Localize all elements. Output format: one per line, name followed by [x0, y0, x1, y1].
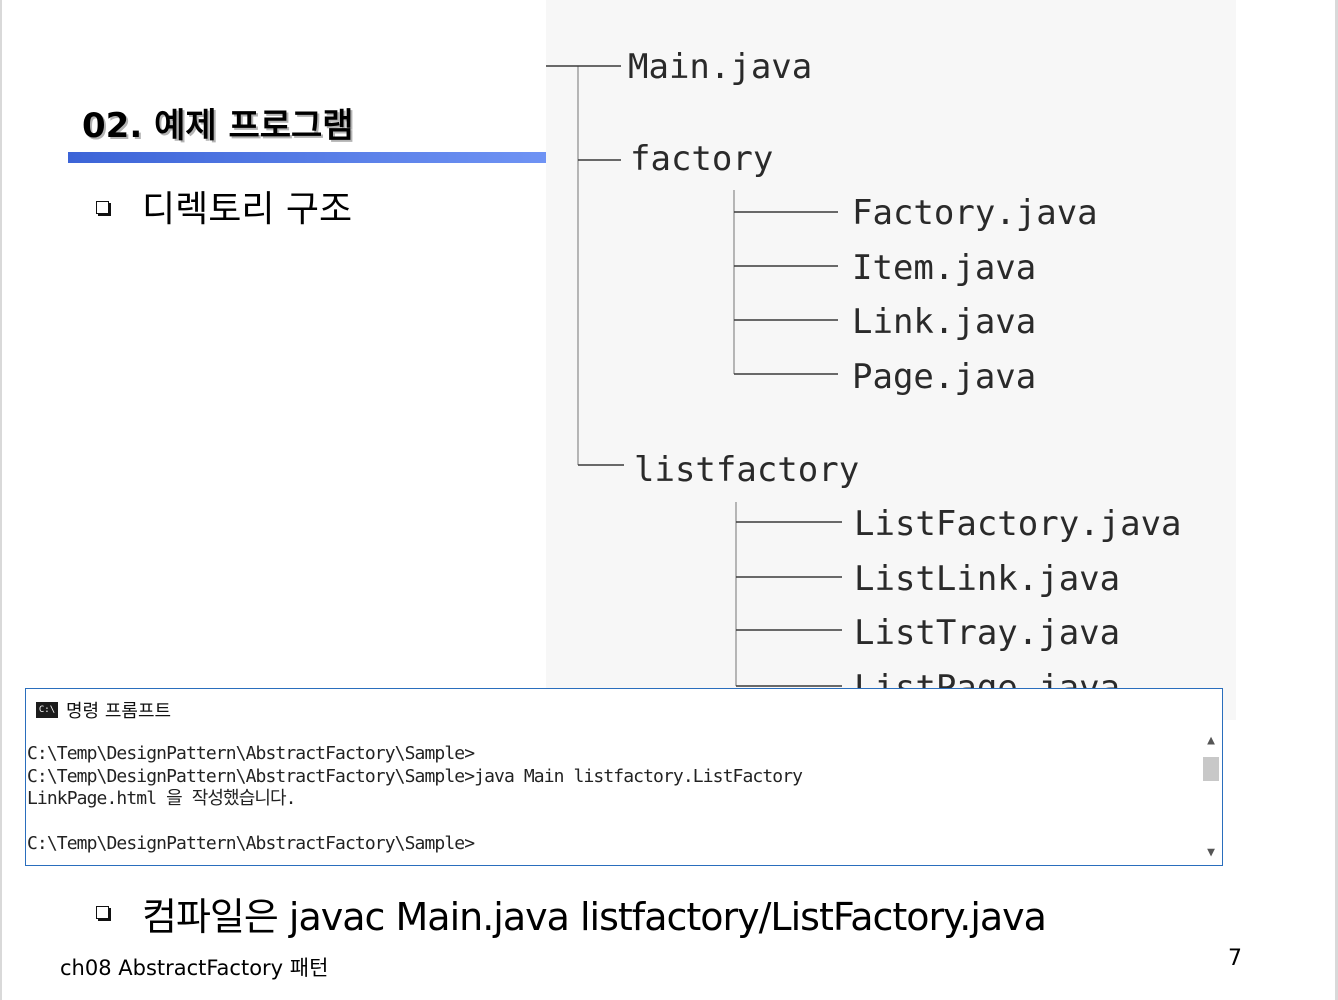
- scroll-thumb[interactable]: [1203, 757, 1219, 781]
- console-scrollbar[interactable]: ▲ ▼: [1202, 733, 1220, 861]
- tree-file-main: Main.java: [628, 47, 812, 87]
- scroll-up-icon[interactable]: ▲: [1207, 733, 1215, 748]
- bullet-icon: [96, 906, 109, 919]
- tree-file-page: Page.java: [852, 357, 1036, 397]
- console-title: 명령 프롬프트: [66, 701, 172, 722]
- title-underline: [68, 152, 546, 163]
- console-output[interactable]: C:\Temp\DesignPattern\AbstractFactory\Sa…: [27, 743, 1198, 856]
- console-line: [27, 811, 1198, 834]
- scroll-down-icon[interactable]: ▼: [1207, 845, 1215, 860]
- console-icon: C:\: [36, 702, 58, 718]
- tree-folder-factory: factory: [630, 139, 773, 179]
- slide-title: 02. 예제 프로그램: [82, 106, 354, 146]
- bullet-compile-command: 컴파일은 javac Main.java listfactory/ListFac…: [142, 895, 1047, 939]
- tree-file-item: Item.java: [852, 248, 1036, 288]
- command-prompt-window: C:\ 명령 프롬프트 C:\Temp\DesignPattern\Abstra…: [25, 688, 1223, 866]
- console-line: LinkPage.html 을 작성했습니다.: [27, 788, 297, 810]
- page-number: 7: [1228, 946, 1242, 971]
- tree-folder-listfactory: listfactory: [634, 450, 859, 490]
- footer-chapter: ch08 AbstractFactory 패턴: [60, 956, 329, 980]
- bullet-icon: [96, 201, 109, 214]
- directory-tree: Main.java factory Factory.java Item.java…: [546, 0, 1236, 720]
- console-line: C:\Temp\DesignPattern\AbstractFactory\Sa…: [27, 833, 475, 855]
- tree-file-listfactory: ListFactory.java: [854, 504, 1182, 544]
- bullet-directory-structure: 디렉토리 구조: [142, 189, 353, 230]
- console-titlebar: C:\ 명령 프롬프트: [36, 697, 171, 723]
- tree-file-link: Link.java: [852, 302, 1036, 342]
- console-line: C:\Temp\DesignPattern\AbstractFactory\Sa…: [27, 743, 475, 764]
- right-edge: [1335, 0, 1338, 1000]
- console-line: C:\Temp\DesignPattern\AbstractFactory\Sa…: [27, 765, 803, 787]
- tree-file-listlink: ListLink.java: [854, 559, 1120, 599]
- tree-file-factory: Factory.java: [852, 193, 1098, 233]
- left-edge: [0, 0, 2, 1000]
- tree-file-listtray: ListTray.java: [854, 613, 1120, 653]
